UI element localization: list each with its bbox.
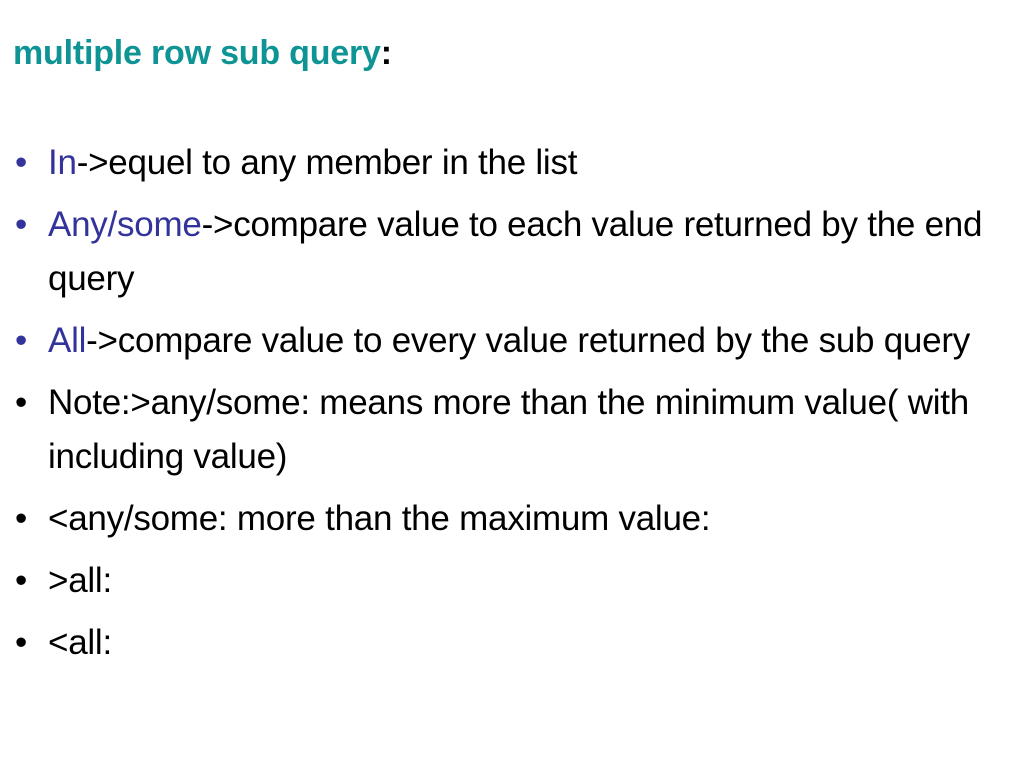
list-item: • Note:>any/some: means more than the mi… xyxy=(0,376,1010,484)
keyword-any-some: Any/some xyxy=(48,205,202,244)
bullet-icon: • xyxy=(15,321,28,360)
keyword-in: In xyxy=(48,143,77,182)
bullet-icon: • xyxy=(15,205,28,244)
list-item-body: ->compare value to each value returned b… xyxy=(48,205,983,298)
list-item-text: Any/some->compare value to each value re… xyxy=(48,198,1010,306)
list-item-text: Note:>any/some: means more than the mini… xyxy=(48,383,969,476)
page-title-text: multiple row sub query xyxy=(13,33,381,72)
page-title: multiple row sub query: xyxy=(13,32,392,74)
bullet-icon: • xyxy=(15,383,28,422)
list-item: • <all: xyxy=(0,616,1010,670)
list-item: • In->equel to any member in the list xyxy=(0,136,1010,190)
keyword-all: All xyxy=(48,321,87,360)
list-item-text: <any/some: more than the maximum value: xyxy=(48,499,711,538)
bullet-icon: • xyxy=(15,561,28,600)
list-item: • >all: xyxy=(0,554,1010,608)
list-item-body: ->equel to any member in the list xyxy=(76,143,578,182)
list-item-text: >all: xyxy=(48,561,112,600)
list-item: • Any/some->compare value to each value … xyxy=(0,198,1010,306)
list-item: • All->compare value to every value retu… xyxy=(0,314,1010,368)
bullet-icon: • xyxy=(15,623,28,662)
page-title-colon: : xyxy=(380,33,392,72)
bullet-icon: • xyxy=(15,499,28,538)
list-item-text: <all: xyxy=(48,623,112,662)
list-item-body: ->compare value to every value returned … xyxy=(86,321,971,360)
bullet-list: • In->equel to any member in the list • … xyxy=(0,136,1010,678)
list-item: • <any/some: more than the maximum value… xyxy=(0,492,1010,546)
list-item-text: All->compare value to every value return… xyxy=(48,314,1000,368)
bullet-icon: • xyxy=(15,143,28,182)
list-item-text: In->equel to any member in the list xyxy=(48,136,1010,190)
